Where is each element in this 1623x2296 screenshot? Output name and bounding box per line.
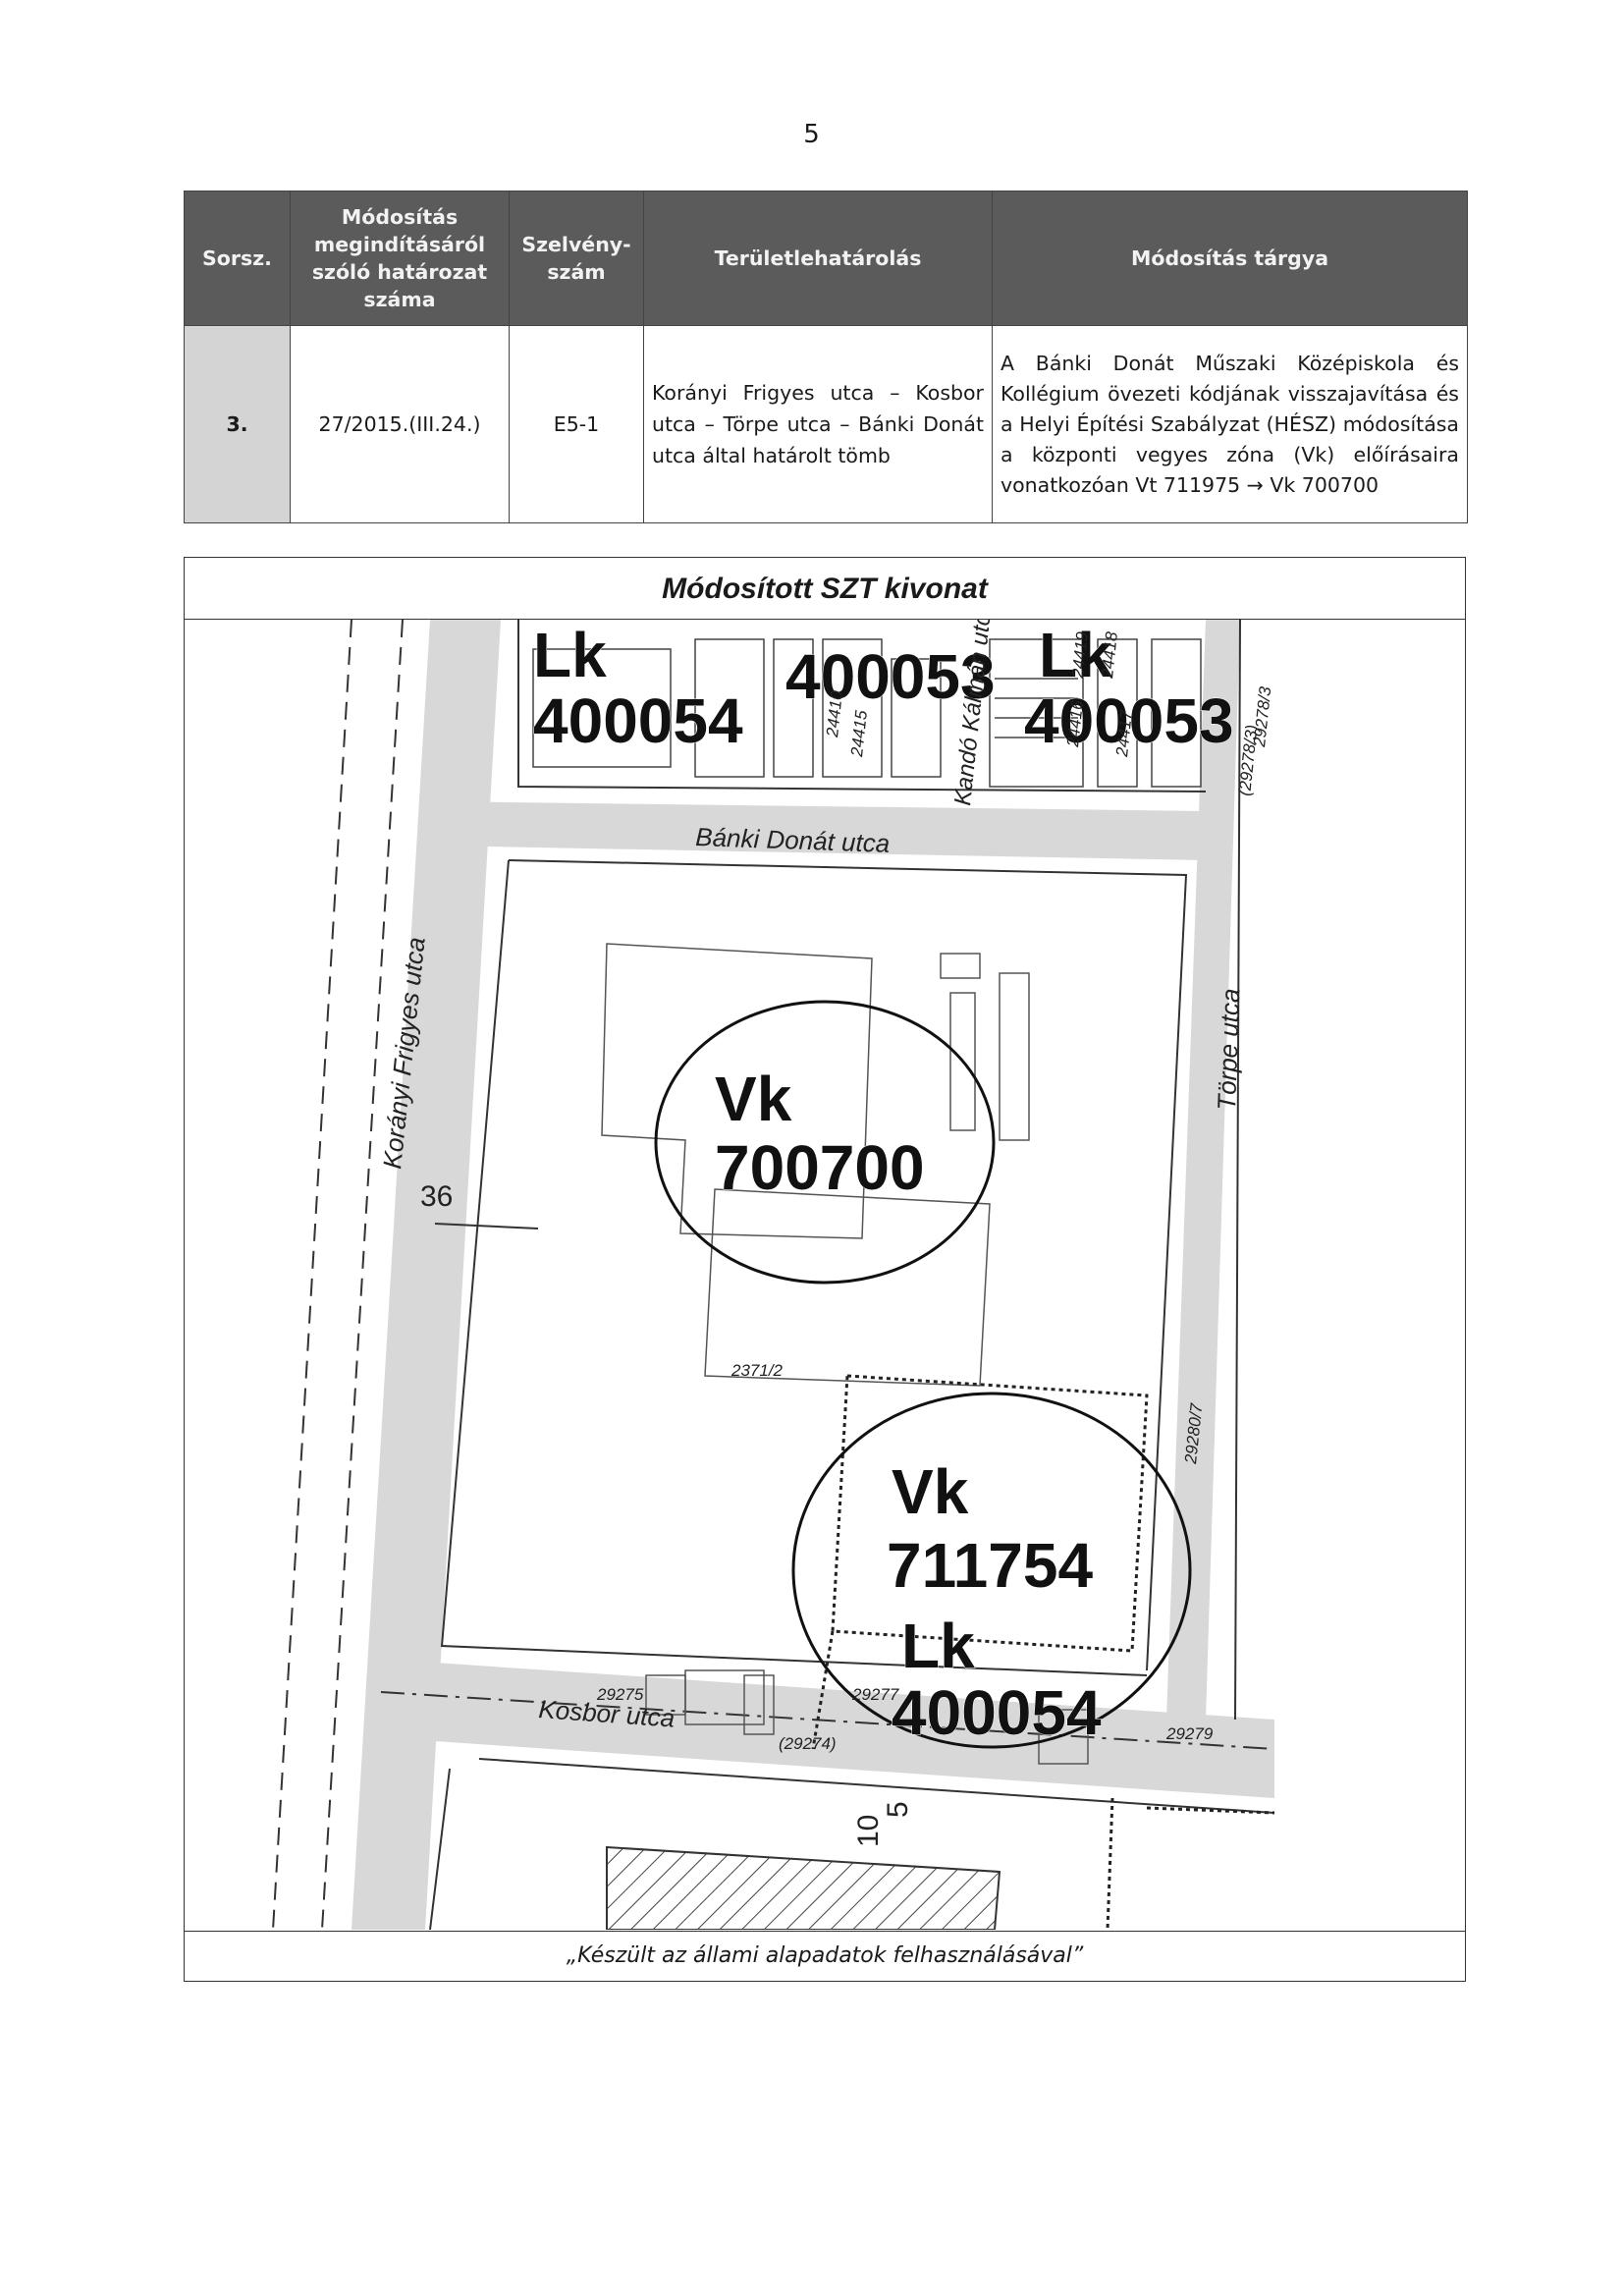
cell-hatarozat: 27/2015.(III.24.) (290, 325, 510, 523)
zone-top-center-number: 400053 (785, 641, 996, 712)
parcel-number: 24418 (1098, 630, 1121, 681)
parcel-number: 24416 (1063, 699, 1087, 749)
zone-lk-top-left-code: Lk (533, 620, 607, 690)
parcel-number: 10 (852, 1815, 885, 1847)
map-footer: „Készült az állami alapadatok felhasznál… (185, 1931, 1465, 1981)
parcel-number: 24410 (823, 689, 846, 739)
school-buildings (601, 943, 1089, 1765)
cell-terulet: Korányi Frigyes utca – Kosbor utca – Tör… (643, 325, 993, 523)
zoning-map-drawing: Lk 400054 400053 Lk 400053 Vk 700700 Vk … (272, 620, 1275, 1930)
cell-targy: A Bánki Donát Műszaki Középiskola és Kol… (992, 325, 1468, 523)
zone-circle-vk-711754 (791, 1392, 1192, 1749)
zone-lk-top-right-number: 400053 (1024, 685, 1234, 756)
street-banki (435, 801, 1206, 860)
table-header-row: Sorsz. Módosítás megindításáról szóló ha… (184, 191, 1468, 326)
parcel-number: 24419 (1068, 630, 1092, 681)
block-outlines (272, 620, 1275, 1930)
header-szelveny: Szelvény-szám (509, 191, 644, 326)
parcel-number: 29277 (851, 1685, 899, 1704)
street-name-banki: Bánki Donát utca (695, 822, 891, 858)
parcel-number: 24417 (1112, 709, 1136, 759)
map-title: Módosított SZT kivonat (185, 558, 1465, 620)
zone-lk-bottom-number: 400054 (892, 1677, 1102, 1748)
page-number: 5 (803, 120, 820, 149)
zone-vk-small-code: Vk (892, 1456, 969, 1527)
hatched-block (606, 1845, 1001, 1930)
parcel-number: 5 (882, 1801, 914, 1818)
street-koranyi (352, 620, 501, 1930)
cell-sorsz: 3. (184, 325, 291, 523)
parcel-number: (29274) (779, 1734, 837, 1753)
parcel-number: 36 (420, 1180, 453, 1213)
modification-table: Sorsz. Módosítás megindításáról szóló ha… (184, 191, 1468, 523)
zone-lk-bottom-code: Lk (901, 1611, 975, 1681)
zone-vk-main-number: 700700 (715, 1132, 925, 1203)
header-terulet: Területlehatárolás (643, 191, 993, 326)
top-buildings (532, 638, 1202, 788)
map-frame: Módosított SZT kivonat (184, 557, 1466, 1982)
parcel-number: 24415 (847, 709, 871, 759)
zone-lk-top-left-number: 400054 (533, 685, 743, 756)
parcel-number: 2371/2 (730, 1361, 784, 1380)
zone-vk-main-code: Vk (715, 1064, 792, 1134)
zone-lk-top-right-code: Lk (1039, 620, 1112, 690)
header-hatarozat: Módosítás megindításáról szóló határozat… (290, 191, 510, 326)
table-row: 3. 27/2015.(III.24.) E5-1 Korányi Frigye… (184, 325, 1468, 523)
header-sorsz: Sorsz. (184, 191, 291, 326)
parcel-number: 29275 (596, 1685, 644, 1704)
zone-circle-vk-700700 (654, 1000, 996, 1285)
map-area: Lk 400054 400053 Lk 400053 Vk 700700 Vk … (185, 620, 1464, 1930)
dotted-parcels (811, 1374, 1275, 1930)
zone-vk-small-number: 711754 (887, 1530, 1093, 1601)
cell-szelveny: E5-1 (509, 325, 644, 523)
header-targy: Módosítás tárgya (992, 191, 1468, 326)
street-name-torpe: Törpe utca (1212, 988, 1245, 1111)
street-torpe (1166, 620, 1240, 1720)
parcel-number: 29279 (1165, 1724, 1214, 1743)
